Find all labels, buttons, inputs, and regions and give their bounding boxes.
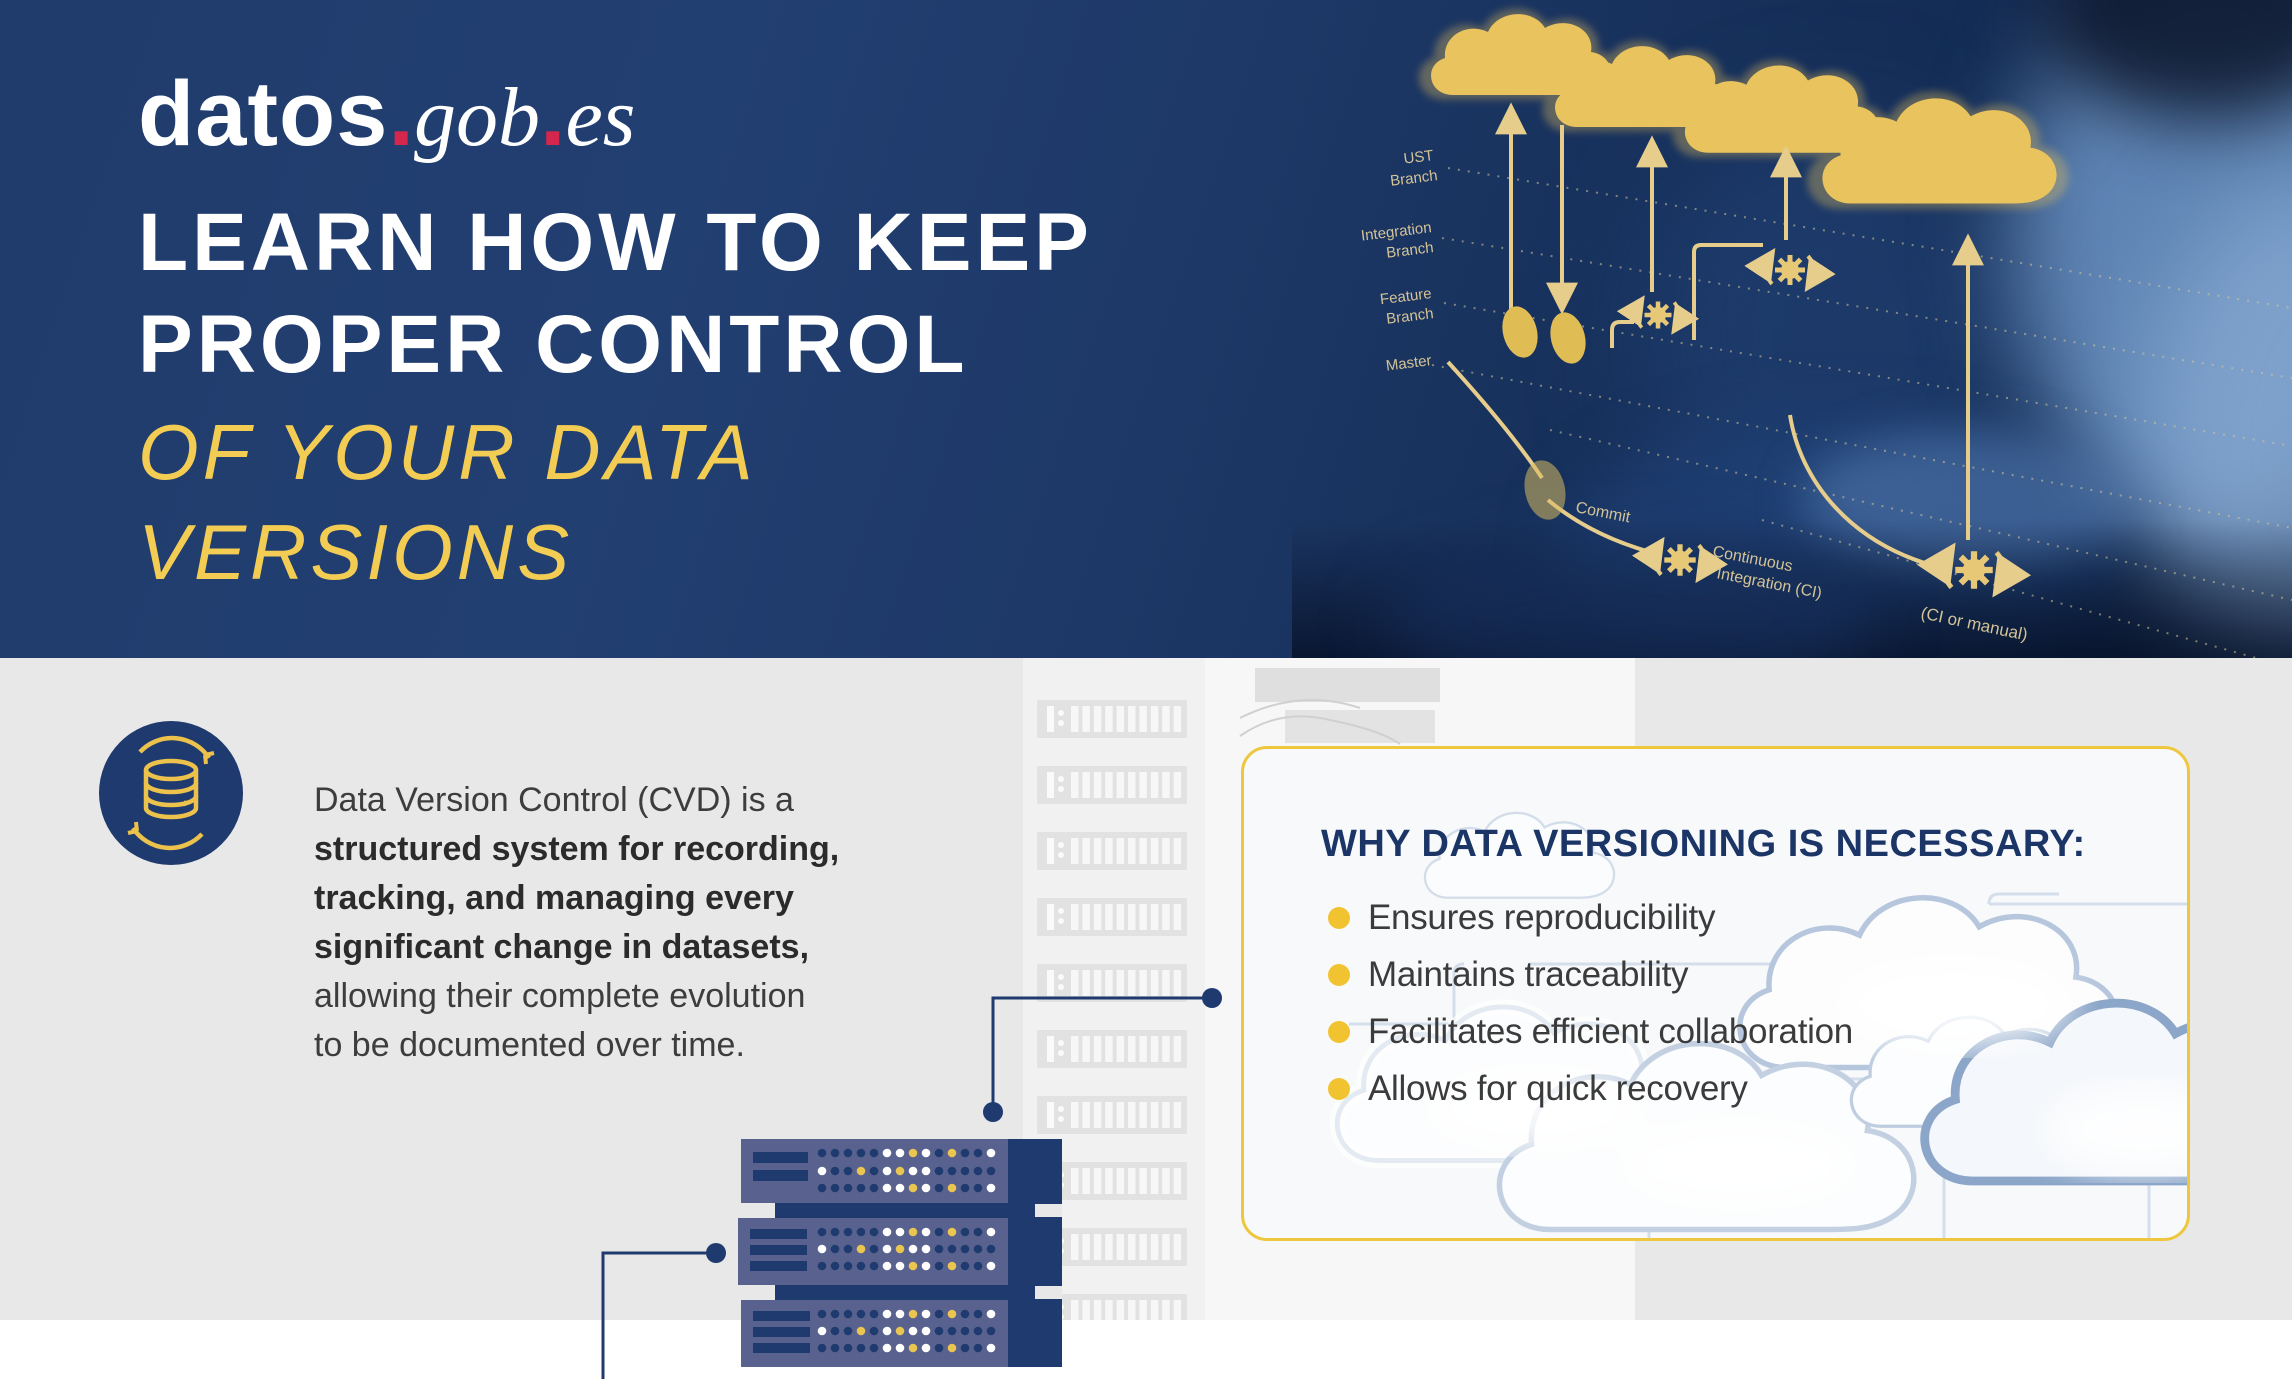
why-versioning-card: WHY DATA VERSIONING IS NECESSARY: Ensure… [1241, 746, 2190, 1241]
server-rack-illustration [738, 1139, 1062, 1367]
card-cloud-decoration [1244, 811, 2187, 1238]
bullet-icon [1328, 906, 1350, 929]
branch-label: UST [1403, 147, 1435, 168]
flow-arrows [1446, 102, 1984, 570]
rack-led-dots [817, 1148, 996, 1353]
cloud-icons [1431, 14, 2057, 204]
ci-manual-label: (CI or manual) [1919, 603, 2029, 644]
body-section: Data Version Control (CVD) is a structur… [0, 658, 2292, 1379]
title-line-1: LEARN HOW TO KEEP [138, 197, 1093, 288]
rack-notch [1035, 1286, 1062, 1299]
rack-side-panel [1008, 1139, 1062, 1367]
branch-label: Branch [1385, 305, 1434, 328]
rack-notch [1035, 1204, 1062, 1217]
logo-gob: gob [413, 71, 540, 164]
sketch-lines [1239, 699, 1401, 745]
database-refresh-glyph [127, 735, 215, 851]
card-heading: WHY DATA VERSIONING IS NECESSARY: [1321, 823, 2086, 865]
gear-cycle-icon [1766, 255, 1814, 285]
list-item-label: Allows for quick recovery [1368, 1068, 1748, 1108]
gear-ci-icon [1655, 544, 1705, 576]
datos-gob-es-logo: datos.gob.es [138, 62, 635, 167]
list-item: Ensures reproducibility [1328, 889, 1853, 946]
bottom-band [0, 1320, 2292, 1379]
photo-glow-shape [1380, 540, 1880, 658]
subtitle-line-1: OF YOUR DATA [138, 408, 757, 496]
intro-line: allowing their complete evolution [314, 977, 806, 1015]
branching-diagram: UST Branch Integration Branch Feature Br… [1360, 8, 2292, 658]
bullet-icon [1328, 1077, 1350, 1100]
rack-unit-bars [750, 1152, 810, 1353]
logo-dot: . [539, 63, 566, 165]
list-item: Allows for quick recovery [1328, 1060, 1853, 1117]
bullet-icon [1328, 1020, 1350, 1043]
list-item: Facilitates efficient collaboration [1328, 1003, 1853, 1060]
logo-es: es [565, 71, 636, 164]
list-item-label: Facilitates efficient collaboration [1368, 1011, 1853, 1051]
subtitle-line-2: VERSIONS [138, 508, 574, 596]
list-item-label: Ensures reproducibility [1368, 897, 1716, 937]
gear-ci-manual-icon [1944, 551, 2004, 589]
intro-paragraph: Data Version Control (CVD) is a structur… [314, 776, 839, 1070]
page-subtitle: OF YOUR DATA VERSIONS [138, 402, 757, 602]
benefits-list: Ensures reproducibility Maintains tracea… [1328, 889, 1853, 1117]
list-item-label: Maintains traceability [1368, 954, 1689, 994]
gear-cycle-icon [1637, 302, 1680, 329]
page-title: LEARN HOW TO KEEP PROPER CONTROL [138, 192, 1093, 396]
intro-line: Data Version Control (CVD) is a [314, 781, 794, 819]
branch-lines [1431, 167, 2292, 658]
cloud-highlights [1424, 959, 2187, 1206]
hero-section: UST Branch Integration Branch Feature Br… [0, 0, 2292, 658]
logo-datos: datos [138, 63, 389, 165]
intro-line-bold: structured system for recording, [314, 830, 840, 868]
commit-dots [1502, 306, 1586, 520]
connector-lines [601, 988, 1222, 1379]
list-item: Maintains traceability [1328, 946, 1853, 1003]
branch-label: Branch [1385, 239, 1434, 262]
branch-labels: UST Branch Integration Branch Feature Br… [1360, 147, 2029, 644]
branch-label: Master [1385, 352, 1433, 374]
title-line-2: PROPER CONTROL [138, 299, 969, 390]
data-sync-icon [99, 721, 243, 865]
bullet-icon [1328, 963, 1350, 986]
branch-label: Feature [1379, 285, 1432, 308]
rack-band [775, 1285, 1035, 1300]
branch-label: Branch [1389, 167, 1438, 190]
intro-line-bold: tracking, and managing every [314, 879, 794, 917]
rack-band [775, 1203, 1035, 1218]
faint-server-block [1255, 668, 1440, 702]
intro-line-bold: significant change in datasets, [314, 928, 810, 966]
intro-line: to be documented over time. [314, 1026, 745, 1064]
logo-dot: . [388, 63, 414, 165]
